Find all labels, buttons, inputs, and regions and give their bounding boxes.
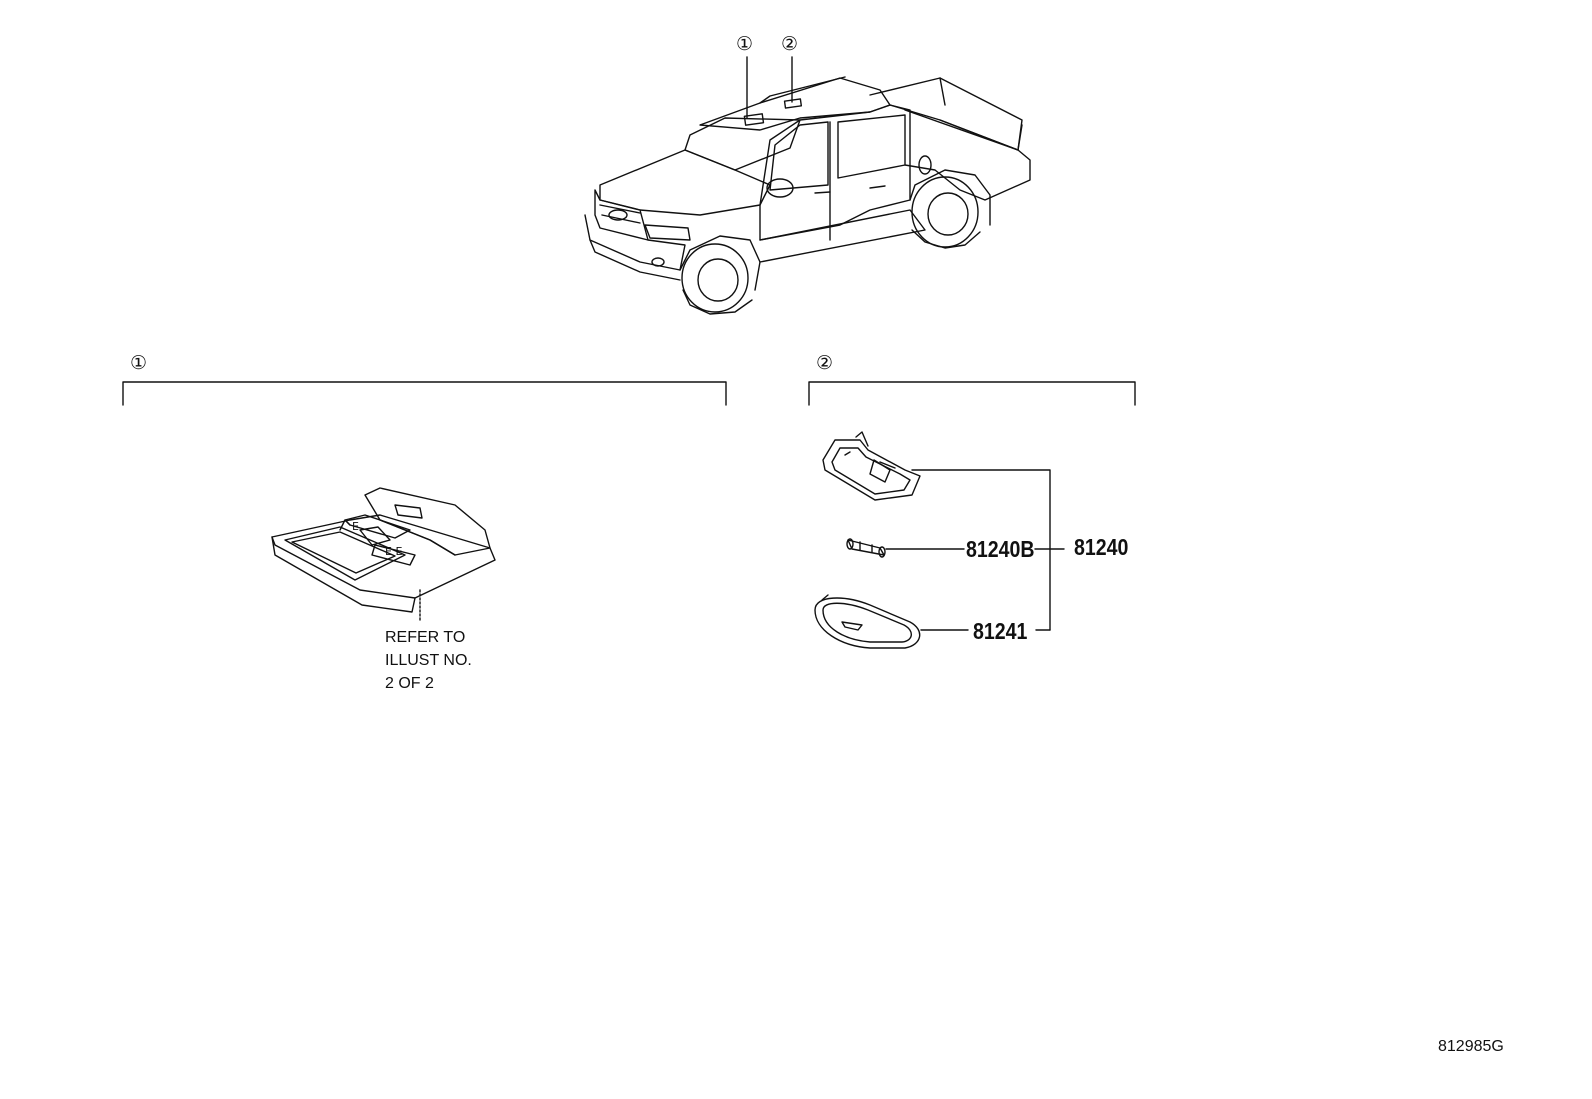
callout-two-truck: ② — [781, 33, 799, 55]
part-number-assembly[interactable]: 81240 — [1074, 534, 1129, 560]
refer-note-line2: ILLUST NO. — [385, 652, 472, 669]
refer-note-line1: REFER TO — [385, 629, 466, 646]
part-number-lens[interactable]: 81241 — [973, 618, 1028, 644]
truck-illustration — [584, 56, 1031, 315]
part-number-bulb[interactable]: 81240B — [966, 536, 1035, 562]
lamp-housing-illustration — [822, 431, 921, 501]
overhead-console-illustration: E E E — [271, 487, 496, 621]
bulb-illustration — [846, 538, 886, 558]
section-two-marker: ② — [816, 352, 834, 374]
refer-note: REFER TO ILLUST NO. 2 OF 2 — [385, 626, 472, 695]
figure-id: 812985G — [1438, 1038, 1504, 1055]
callout-one-truck: ① — [736, 33, 754, 55]
part-leader-lines — [885, 469, 1065, 631]
section-one-bracket — [122, 381, 727, 406]
svg-text:E: E — [352, 520, 359, 533]
refer-note-line3: 2 OF 2 — [385, 675, 434, 692]
section-two-bracket — [808, 381, 1136, 406]
lens-illustration — [814, 594, 921, 649]
section-one-marker: ① — [130, 352, 148, 374]
svg-text:E E: E E — [385, 545, 402, 558]
